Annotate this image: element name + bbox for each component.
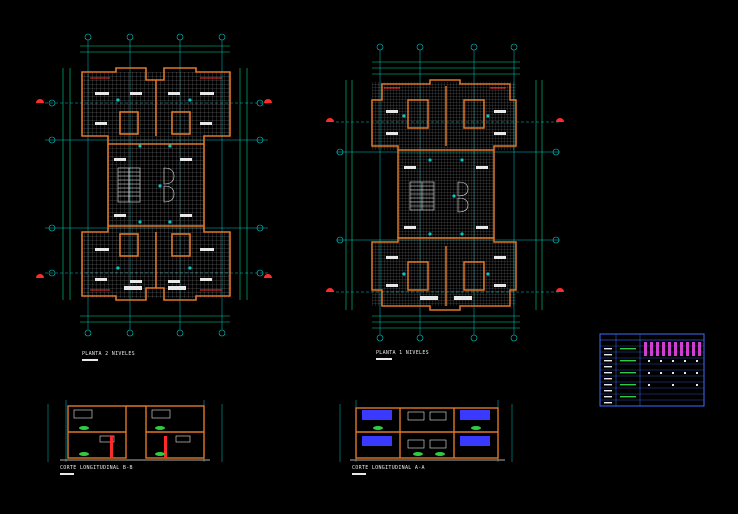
section-left-title-underline [60, 473, 74, 475]
floor-plan-left [36, 33, 272, 337]
section-right-title: CORTE LONGITUDINAL A-A [352, 465, 425, 471]
plan-right-title: PLANTA 1 NIVELES [376, 350, 429, 356]
floor-plan-right [326, 43, 564, 342]
circle-grid-bubble-icon [48, 33, 264, 337]
section-left-title: CORTE LONGITUDINAL B-B [60, 465, 133, 471]
section-drawing-left [47, 400, 223, 462]
plan-left-title: PLANTA 2 NIVELES [82, 351, 135, 357]
section-cut-marker-icon [36, 99, 272, 278]
section-cut-marker-icon [326, 118, 564, 292]
stair-symbol-icon [117, 167, 175, 203]
circle-grid-bubble-icon [336, 43, 560, 342]
plan-right-title-underline [376, 358, 392, 360]
section-drawing-right [339, 400, 513, 462]
plan-left-title-underline [82, 359, 98, 361]
stair-symbol-icon [409, 181, 469, 213]
section-right-title-underline [352, 473, 366, 475]
schedule-table [599, 333, 705, 407]
